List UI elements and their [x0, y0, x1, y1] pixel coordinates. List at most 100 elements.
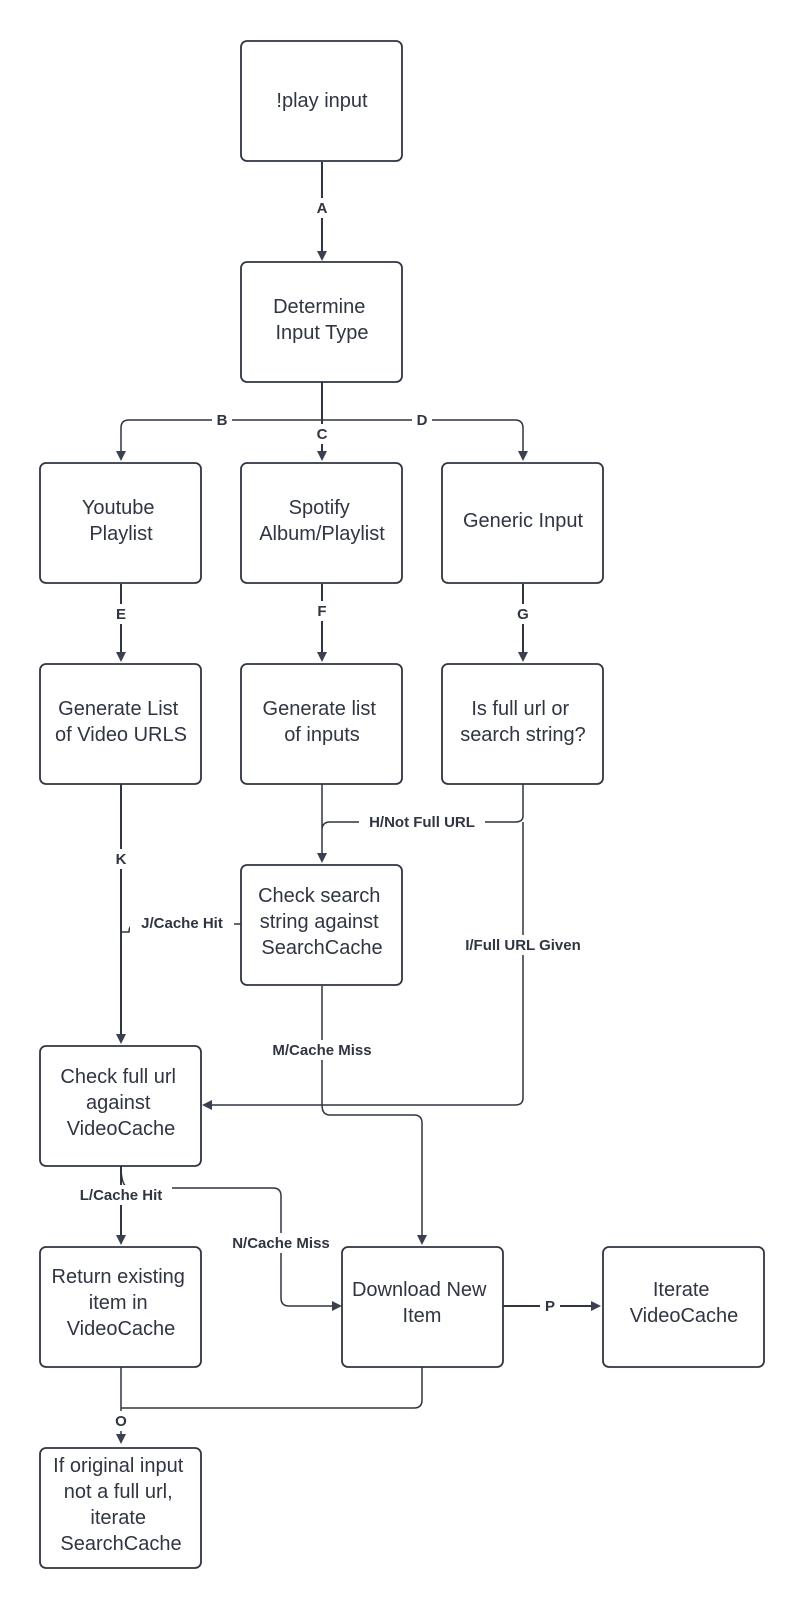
node-line: item in — [89, 1292, 148, 1314]
edge-label-p: P — [545, 1298, 555, 1315]
node-line: not a full url, — [64, 1481, 173, 1503]
node-label: If original input not a full url, iterat… — [53, 1455, 189, 1555]
edge-label-i: I/Full URL Given — [465, 937, 581, 954]
edge-c-arrowhead — [317, 451, 327, 461]
node-label: Spotify Album/Playlist — [259, 497, 385, 545]
node-line: Iterate — [653, 1279, 710, 1301]
node-line: Return existing — [52, 1266, 185, 1288]
edge-labels: A B C D E F G H/Not Full URL I/Full URL … — [70, 198, 594, 1431]
node-label: Check search string against SearchCache — [258, 885, 386, 959]
edge-n-line — [120, 1165, 334, 1307]
node-line: Determine — [273, 296, 365, 318]
node-generate-inputs: Generate list of inputs — [240, 663, 403, 785]
node-check-search: Check search string against SearchCache — [240, 864, 403, 986]
node-line: Check full url — [60, 1066, 176, 1088]
node-label: Generate list of inputs — [263, 698, 382, 746]
node-line: Generate list — [263, 698, 377, 720]
node-line: Is full url or — [471, 698, 569, 720]
nodes: !play input Determine Input Type Youtube… — [39, 40, 765, 1569]
node-line: of Video URLS — [55, 724, 187, 746]
node-label: Generic Input — [463, 510, 584, 532]
node-line: SearchCache — [60, 1533, 181, 1555]
node-generate-video-urls: Generate List of Video URLS — [39, 663, 202, 785]
node-line: iterate — [90, 1507, 146, 1529]
node-line: If original input — [53, 1455, 184, 1477]
edge-f-arrowhead — [317, 652, 327, 662]
node-download-new: Download New Item — [341, 1246, 504, 1368]
edge-n-arrowhead — [332, 1301, 342, 1311]
edge-label-b: B — [217, 412, 228, 429]
node-label: !play input — [276, 90, 368, 112]
node-line: VideoCache — [67, 1318, 176, 1340]
node-line: Input Type — [275, 322, 368, 344]
edge-l-arrowhead — [116, 1235, 126, 1245]
node-iterate-video: Iterate VideoCache — [602, 1246, 765, 1368]
edge-label-k: K — [116, 851, 127, 868]
node-line: of inputs — [284, 724, 360, 746]
node-play-input: !play input — [240, 40, 403, 162]
edge-label-d: D — [417, 412, 428, 429]
edge-o-line — [120, 1367, 423, 1436]
node-return-existing: Return existing item in VideoCache — [39, 1246, 202, 1368]
edge-label-g: G — [517, 606, 529, 623]
edge-m-arrowhead — [417, 1235, 427, 1245]
node-label: Download New Item — [352, 1279, 492, 1327]
node-line: Item — [403, 1305, 442, 1327]
node-line: against — [86, 1092, 151, 1114]
node-label: Iterate VideoCache — [630, 1279, 739, 1327]
node-label: Return existing item in VideoCache — [52, 1266, 191, 1340]
node-label: Generate List of Video URLS — [55, 698, 187, 746]
node-line: Playlist — [89, 523, 153, 545]
edge-o-arrowhead — [116, 1434, 126, 1444]
edge-d-arrowhead — [518, 451, 528, 461]
node-determine-type: Determine Input Type — [240, 261, 403, 383]
edge-label-n: N/Cache Miss — [232, 1235, 330, 1252]
edge-i-line — [210, 822, 524, 1106]
node-line: Check search — [258, 885, 380, 907]
edge-label-h: H/Not Full URL — [369, 814, 475, 831]
node-label: Determine Input Type — [273, 296, 371, 344]
node-label: Is full url or search string? — [460, 698, 586, 746]
edge-p-arrowhead — [591, 1301, 601, 1311]
edge-a-arrowhead — [317, 251, 327, 261]
edge-label-o: O — [115, 1413, 127, 1430]
node-line: search string? — [460, 724, 586, 746]
node-line: VideoCache — [67, 1118, 176, 1140]
edge-label-f: F — [317, 603, 326, 620]
edge-m-line — [321, 986, 423, 1236]
node-label: Youtube Playlist — [82, 497, 160, 545]
edge-b-line — [120, 419, 322, 456]
node-line: Download New — [352, 1279, 487, 1301]
edge-e-arrowhead — [116, 652, 126, 662]
node-iterate-search: If original input not a full url, iterat… — [39, 1447, 202, 1569]
edge-label-c: C — [317, 426, 328, 443]
node-line: Generic Input — [463, 510, 584, 532]
node-label: Check full url against VideoCache — [60, 1066, 181, 1140]
node-line: string against — [260, 911, 379, 933]
node-check-video: Check full url against VideoCache — [39, 1045, 202, 1167]
node-line: Album/Playlist — [259, 523, 385, 545]
edge-g-arrowhead — [518, 652, 528, 662]
node-line: SearchCache — [261, 937, 382, 959]
edge-b-arrowhead — [116, 451, 126, 461]
node-spotify: Spotify Album/Playlist — [240, 462, 403, 584]
node-generic-input: Generic Input — [441, 462, 604, 584]
edge-label-e: E — [116, 606, 126, 623]
node-is-full-url: Is full url or search string? — [441, 663, 604, 785]
node-line: Generate List — [58, 698, 179, 720]
edge-label-l: L/Cache Hit — [80, 1187, 163, 1204]
edge-label-a: A — [317, 200, 328, 217]
node-line: Youtube — [82, 497, 155, 519]
edge-label-m: M/Cache Miss — [272, 1042, 371, 1059]
edge-k-arrowhead — [116, 1034, 126, 1044]
arrowheads — [116, 251, 601, 1444]
edge-i-arrowhead — [202, 1100, 212, 1110]
edge-d-line — [322, 419, 524, 456]
node-youtube-playlist: Youtube Playlist — [39, 462, 202, 584]
edge-h-line — [321, 784, 524, 854]
node-line: Spotify — [289, 497, 350, 519]
node-line: VideoCache — [630, 1305, 739, 1327]
edge-h-arrowhead — [317, 853, 327, 863]
node-line: !play input — [276, 90, 368, 112]
